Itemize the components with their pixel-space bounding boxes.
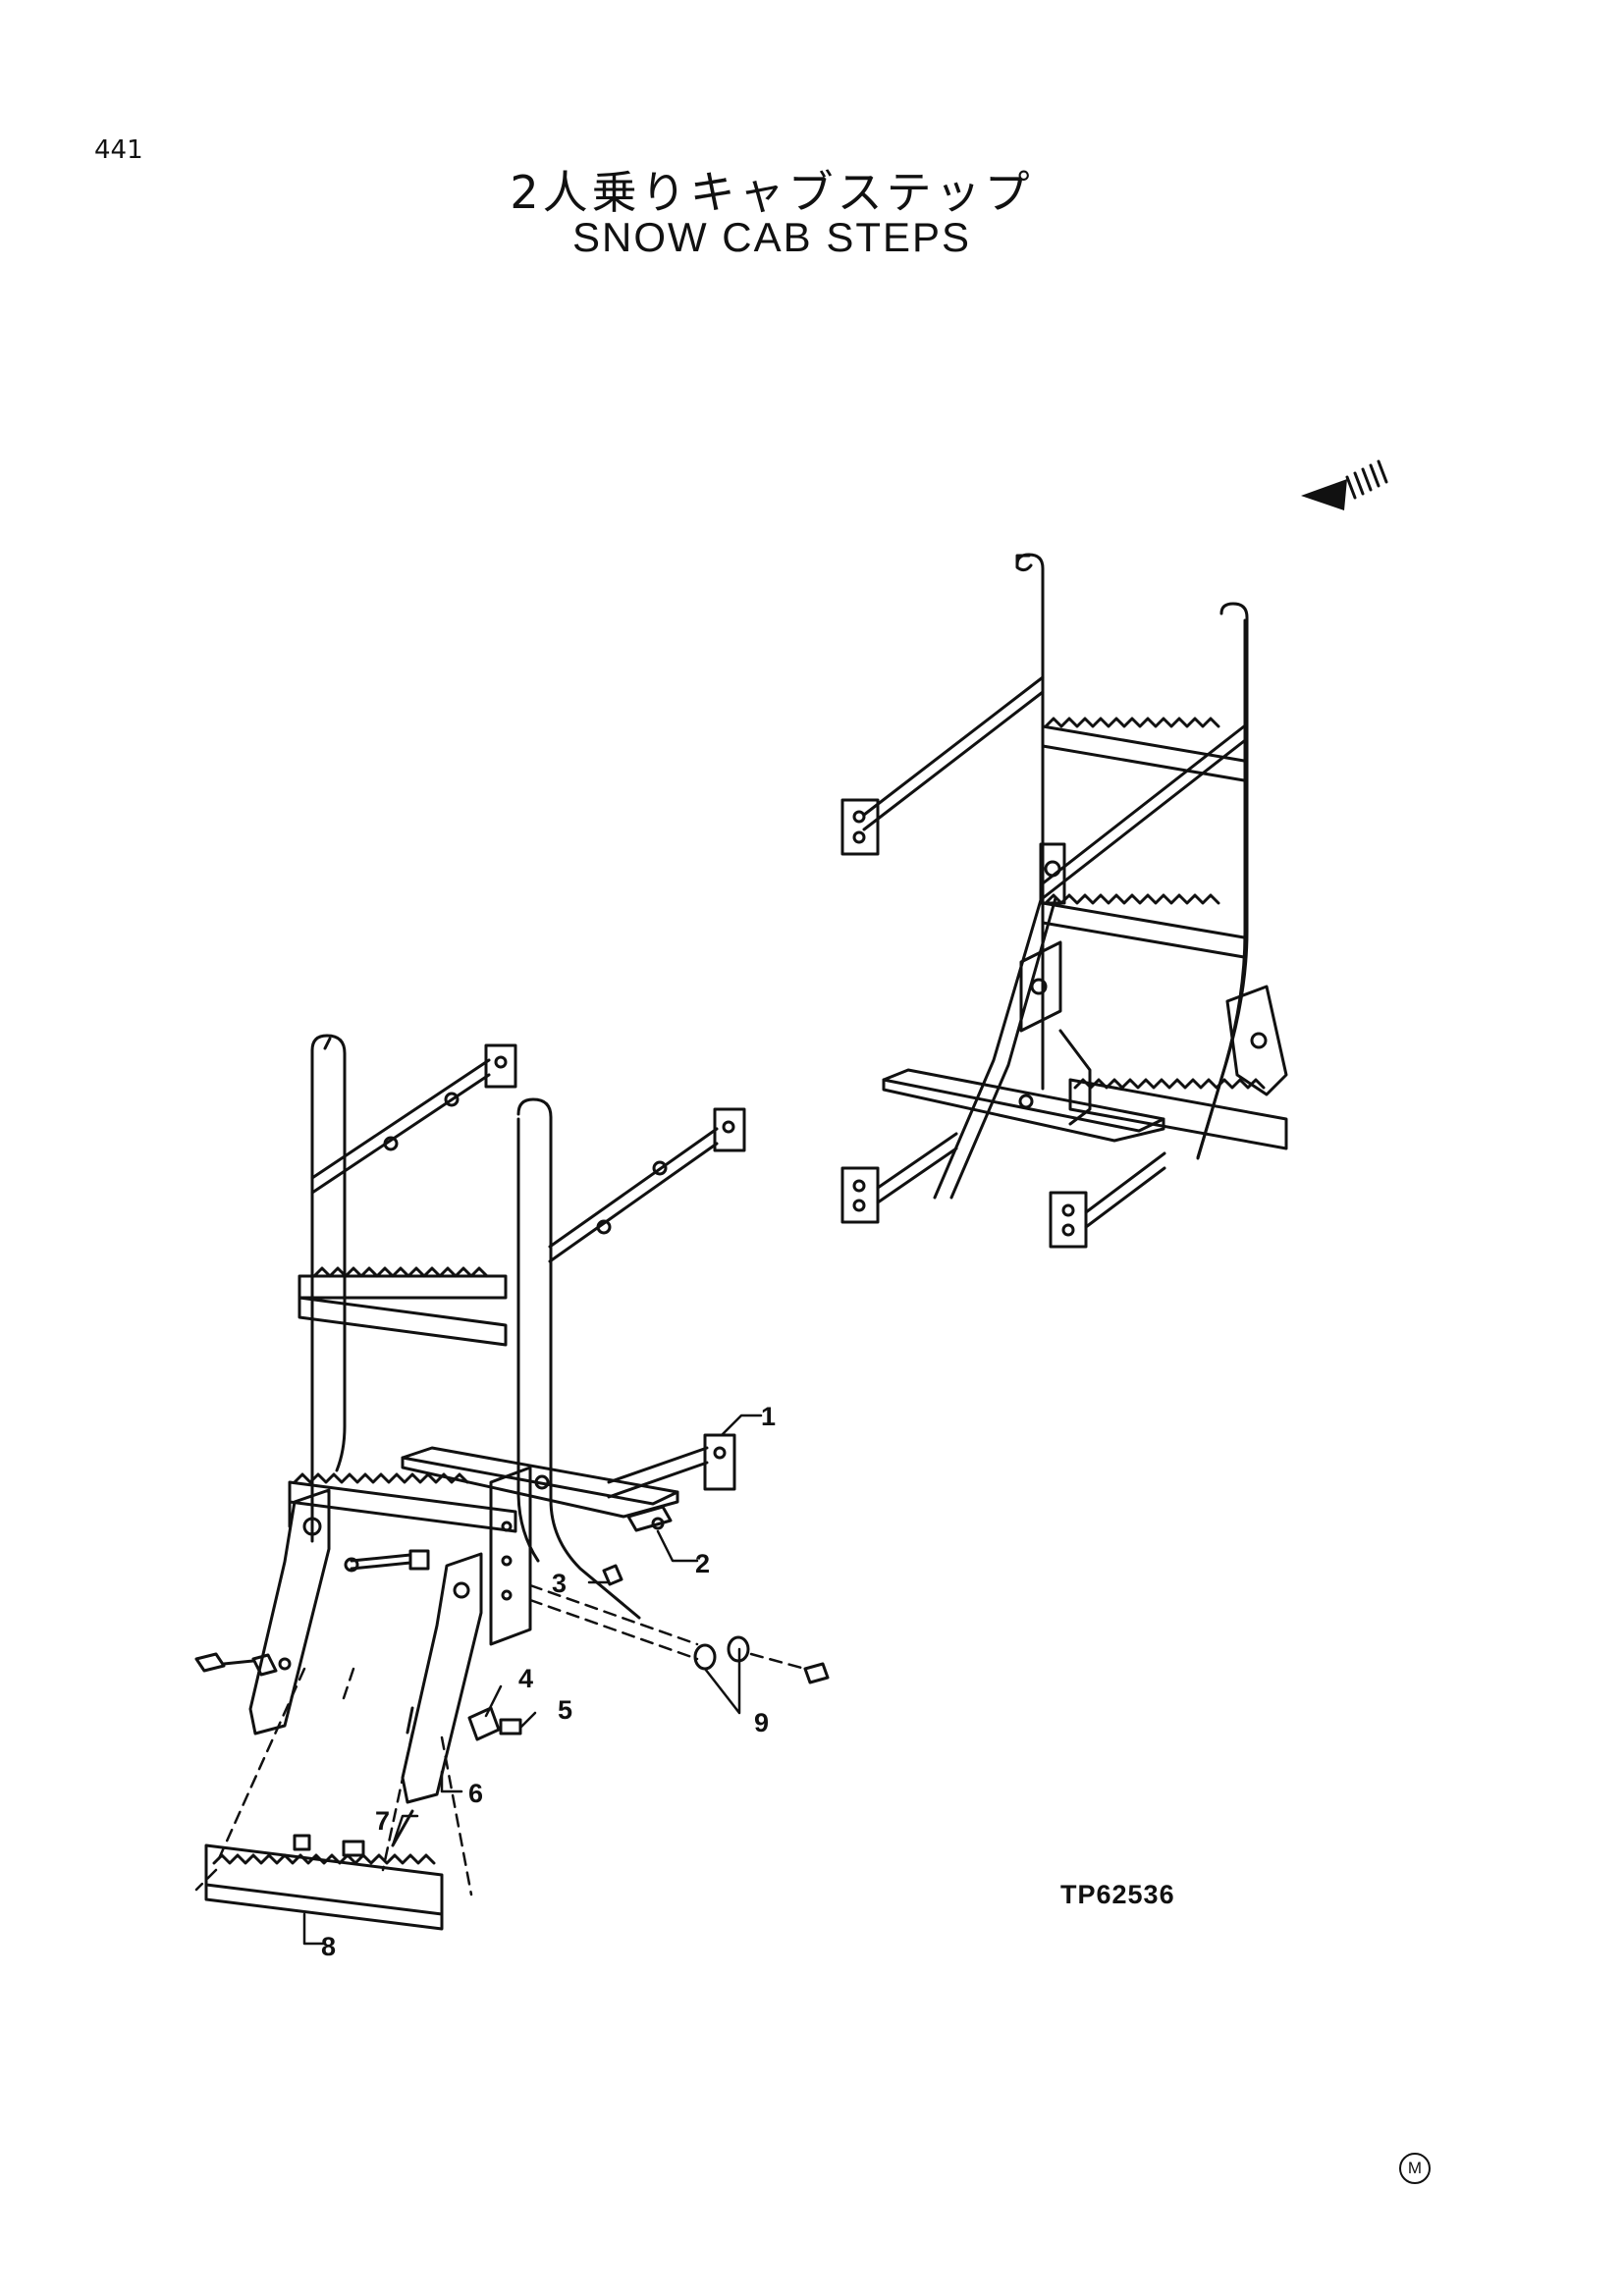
page-number: 441 bbox=[94, 135, 143, 165]
callout-9: 9 bbox=[754, 1708, 770, 1737]
callout-leaders bbox=[302, 1414, 763, 1946]
callout-5: 5 bbox=[558, 1695, 573, 1725]
callout-1: 1 bbox=[761, 1402, 777, 1431]
assembled-step-unit bbox=[840, 553, 1288, 1249]
callout-6: 6 bbox=[468, 1779, 484, 1808]
diagram-reference-code: TP62536 bbox=[1060, 1880, 1175, 1909]
callout-7: 7 bbox=[375, 1806, 391, 1836]
callout-3: 3 bbox=[552, 1569, 568, 1598]
callout-4: 4 bbox=[518, 1664, 534, 1693]
exploded-step-unit bbox=[194, 1034, 830, 1931]
callout-8: 8 bbox=[321, 1932, 337, 1961]
title-japanese: 2人乗りキャブステップ bbox=[510, 166, 1034, 219]
front-direction-arrow-icon bbox=[1301, 459, 1388, 510]
callout-2: 2 bbox=[695, 1549, 711, 1578]
title-english: SNOW CAB STEPS bbox=[571, 214, 972, 260]
corner-mark-badge: M bbox=[1399, 2153, 1431, 2184]
